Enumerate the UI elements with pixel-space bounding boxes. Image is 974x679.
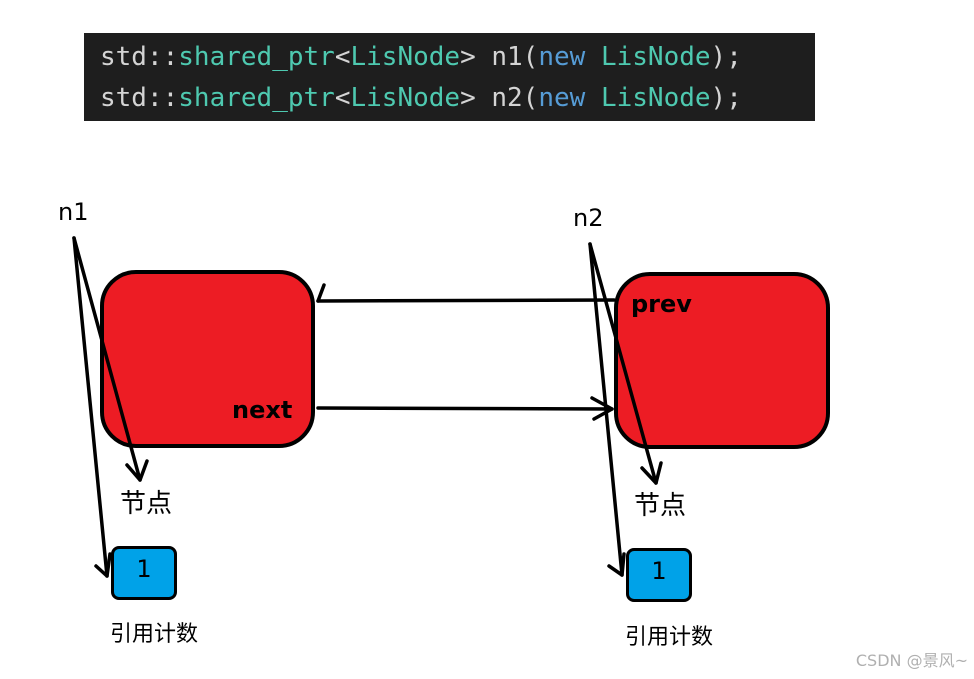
code-angle-open: < [334, 42, 351, 72]
next-arrow [316, 406, 614, 411]
prev-field-label: prev [631, 290, 692, 318]
n2-to-node-arrow [588, 242, 658, 485]
right-refcount-label: 引用计数 [625, 625, 714, 650]
code-angle-close: > [460, 83, 476, 113]
next-field-label: next [232, 396, 293, 424]
code-line-1: std::shared_ptr<LisNode> n1(new LisNode)… [100, 37, 815, 78]
left-refcount-box: 1 [111, 546, 177, 600]
code-keyword: new [538, 42, 586, 72]
code-constructor: LisNode [600, 42, 711, 72]
code-namespace: std:: [100, 83, 179, 113]
left-node-label: 节点 [120, 489, 173, 519]
code-namespace: std:: [100, 42, 179, 72]
next-arrowhead-icon [590, 396, 614, 421]
n1-to-count-arrow [72, 236, 109, 578]
code-type: shared_ptr [178, 83, 335, 113]
code-variable: n2( [475, 83, 539, 113]
n2-node-arrowhead-icon [640, 461, 663, 485]
n1-count-arrowhead-icon [94, 552, 112, 578]
right-node [614, 272, 830, 449]
code-type: shared_ptr [178, 42, 335, 72]
prev-arrowhead-icon [316, 283, 326, 303]
code-keyword: new [538, 83, 586, 113]
code-class: LisNode [350, 83, 461, 113]
right-node-label: 节点 [634, 491, 687, 521]
n2-to-count-arrow [588, 242, 624, 577]
code-end: ); [710, 42, 742, 72]
left-node [100, 270, 315, 448]
code-angle-open: < [334, 83, 351, 113]
code-angle-close: > [460, 42, 476, 72]
code-snippet: std::shared_ptr<LisNode> n1(new LisNode)… [84, 33, 815, 121]
n1-node-arrowhead-icon [125, 459, 149, 482]
n1-pointer-label: n1 [58, 198, 89, 226]
left-refcount-label: 引用计数 [110, 622, 199, 647]
code-constructor: LisNode [600, 83, 711, 113]
code-class: LisNode [350, 42, 461, 72]
watermark: CSDN @景风~ [855, 651, 968, 670]
n1-to-node-arrow [72, 236, 142, 482]
n2-count-arrowhead-icon [607, 552, 626, 577]
n2-pointer-label: n2 [573, 204, 604, 232]
code-end: ); [710, 83, 742, 113]
prev-arrow [316, 298, 616, 303]
code-line-2: std::shared_ptr<LisNode> n2(new LisNode)… [100, 78, 815, 119]
code-variable: n1( [475, 42, 539, 72]
right-refcount-box: 1 [626, 548, 692, 602]
